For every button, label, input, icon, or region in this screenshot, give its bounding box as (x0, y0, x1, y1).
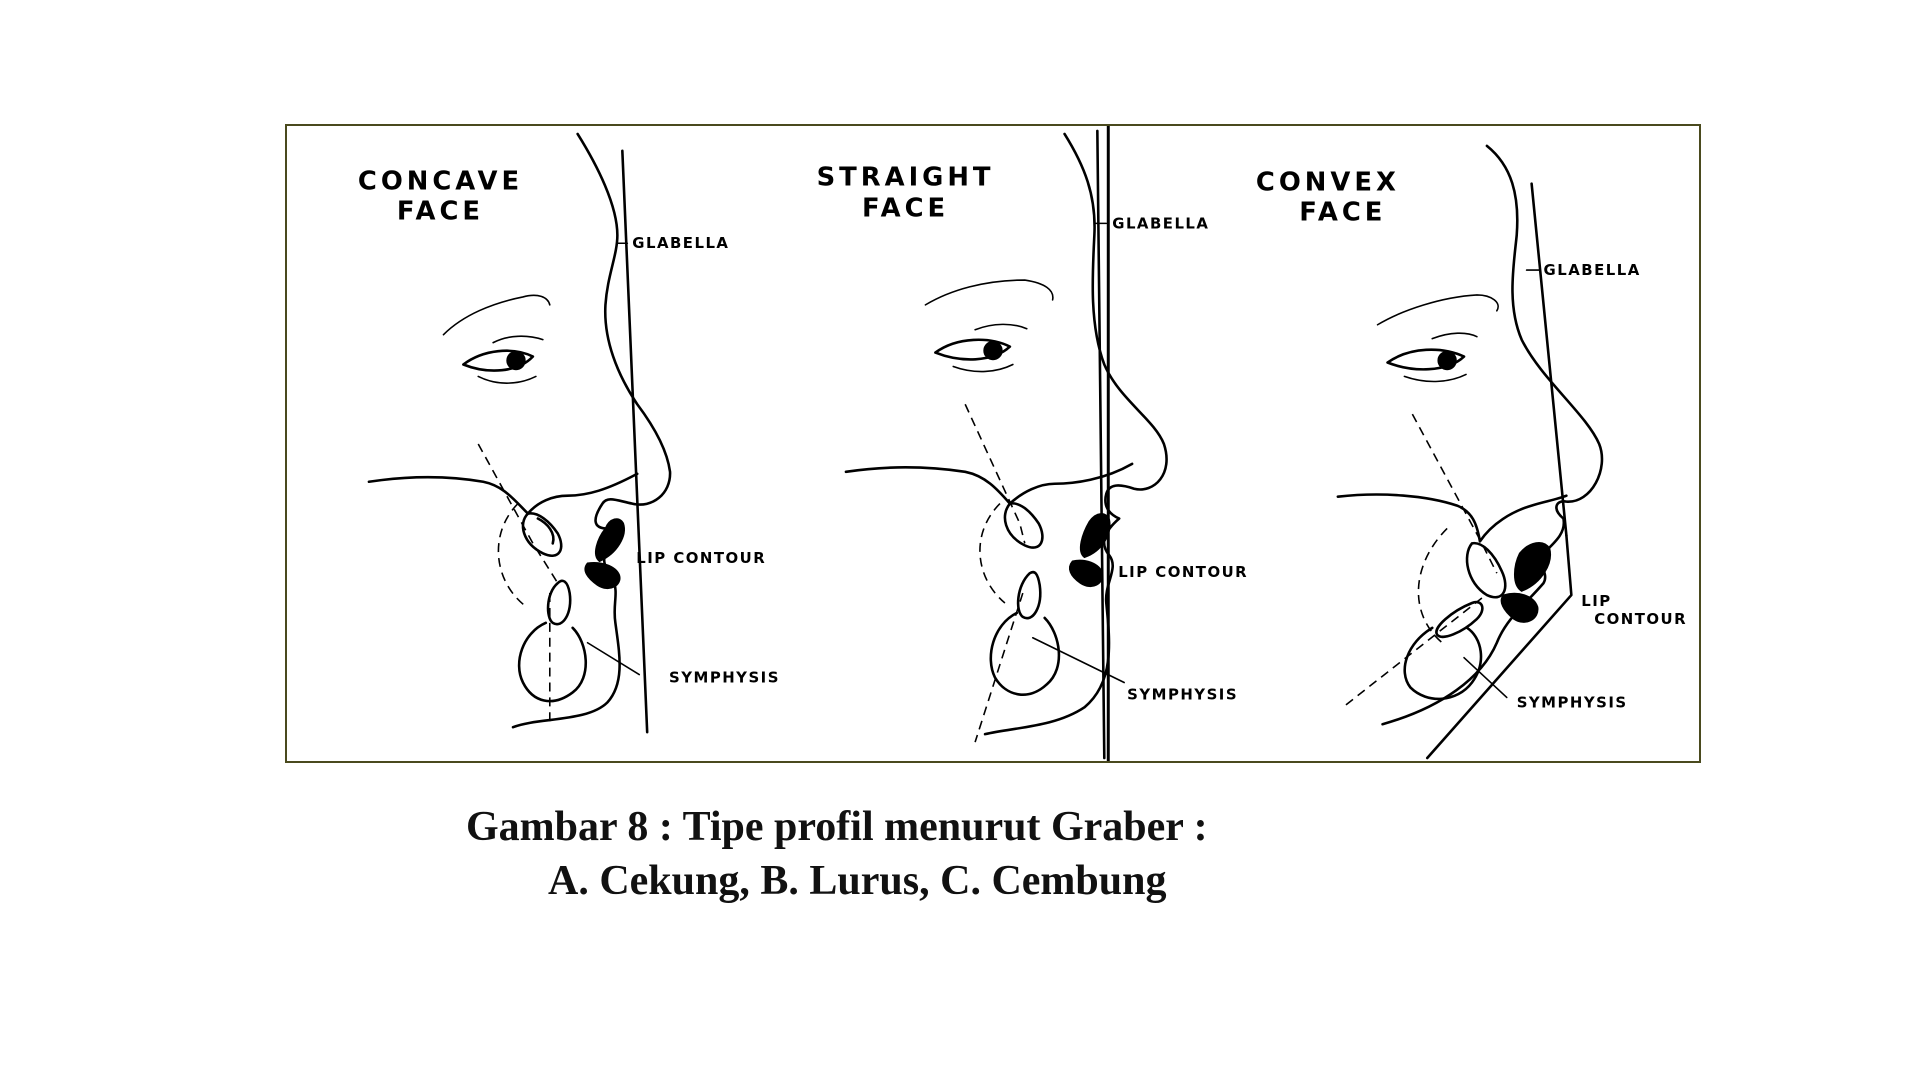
eye (1386, 348, 1466, 371)
upper-lid (1431, 332, 1478, 340)
symphysis-outline (989, 611, 1061, 696)
upper-incisor-root (536, 517, 555, 545)
lower-lid (1403, 373, 1467, 383)
lower-lip (584, 562, 621, 590)
arc-dashed (497, 503, 529, 609)
symphysis-leader (1031, 636, 1125, 684)
label-lip-contour: LIP CONTOUR (1118, 563, 1248, 581)
panel-title-line2: FACE (862, 193, 949, 223)
profile-line (1096, 129, 1106, 760)
lower-lip (1069, 559, 1104, 588)
panel-title-line1: CONCAVE (358, 167, 523, 197)
upper-incisor (1465, 541, 1507, 599)
eye (462, 349, 535, 372)
lower-incisor (546, 579, 572, 626)
panel-concave: CONCAVE FACE (358, 132, 780, 734)
facial-axis-dashed (477, 443, 559, 584)
profile-line (1530, 182, 1568, 537)
lower-lip (1500, 592, 1539, 623)
face-outline (511, 132, 672, 729)
lower-incisor (1435, 600, 1484, 639)
symphysis-outline (517, 621, 587, 703)
label-symphysis: SYMPHYSIS (1127, 685, 1238, 703)
brow-ridge (442, 294, 551, 336)
face-outline (983, 132, 1168, 736)
panel-title-line1: STRAIGHT (817, 163, 995, 193)
label-glabella: GLABELLA (1112, 214, 1209, 232)
label-lip-contour-line1: LIP (1581, 592, 1611, 610)
label-lip-contour: LIP CONTOUR (636, 549, 766, 567)
palatal-plane (367, 472, 639, 515)
lower-lid (477, 375, 537, 384)
palatal-plane (1336, 493, 1568, 543)
label-glabella: GLABELLA (1544, 261, 1641, 279)
palatal-plane (844, 462, 1134, 505)
upper-incisor (1003, 502, 1044, 549)
face-profile-figure: CONCAVE FACE (285, 124, 1701, 763)
lower-lid (952, 363, 1014, 373)
caption-line2: A. Cekung, B. Lurus, C. Cembung (548, 858, 1167, 904)
label-symphysis: SYMPHYSIS (1517, 693, 1628, 711)
upper-lid (492, 335, 544, 344)
arc-dashed (1417, 527, 1448, 644)
pupil (1437, 350, 1457, 371)
label-symphysis: SYMPHYSIS (669, 668, 780, 686)
panel-title-line2: FACE (397, 196, 484, 226)
face-outline (1381, 144, 1604, 726)
profile-line (621, 149, 649, 734)
caption-line1: Gambar 8 : Tipe profil menurut Graber : (466, 804, 1208, 850)
eye (934, 338, 1012, 361)
upper-incisor (521, 512, 563, 557)
mandibular-dashed (974, 592, 1024, 743)
upper-lid (974, 323, 1028, 331)
panel-title-line2: FACE (1299, 197, 1386, 227)
label-glabella: GLABELLA (632, 234, 729, 252)
panel-straight: STRAIGHT FACE GLABELLA LIP CONTOUR SYMPH… (817, 129, 1248, 760)
symphysis-leader (1463, 656, 1508, 699)
brow-ridge (1376, 294, 1499, 326)
panel-title-line1: CONVEX (1256, 168, 1400, 198)
pupil (506, 350, 526, 371)
pupil (983, 340, 1003, 361)
symphysis-outline (1403, 626, 1483, 701)
upper-lip (1513, 542, 1551, 592)
profile-line-lower (1425, 534, 1573, 760)
brow-ridge (924, 279, 1054, 306)
upper-lip (595, 518, 625, 563)
lower-incisor (1016, 570, 1042, 620)
panel-convex: CONVEX FACE GLABELLA LIP CONTOUR (1256, 144, 1687, 760)
symphysis-leader (586, 641, 641, 676)
label-lip-contour-line2: CONTOUR (1594, 610, 1687, 628)
arc-dashed (979, 503, 1006, 604)
upper-lip (1079, 513, 1111, 559)
facial-axis-dashed (1411, 413, 1498, 574)
